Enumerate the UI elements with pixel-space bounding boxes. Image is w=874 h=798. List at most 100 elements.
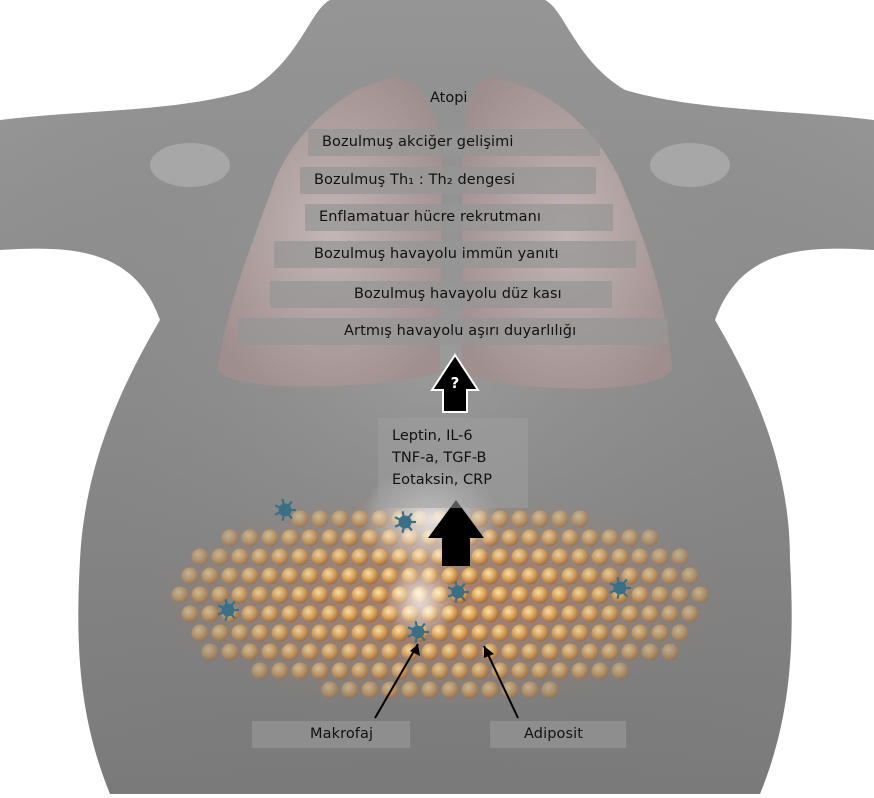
adipocyte-cell (582, 530, 599, 547)
adipocyte-cell (302, 644, 319, 661)
adipocyte-cell (312, 549, 329, 566)
adipocyte-cell (492, 625, 509, 642)
adipocyte-cell (342, 682, 359, 699)
adipocyte-cell (282, 606, 299, 623)
adipocyte-cell (362, 606, 379, 623)
adipocyte-cell (692, 587, 709, 604)
adipocyte-cell (542, 530, 559, 547)
adipocyte-cell (502, 644, 519, 661)
adipocyte-cell (622, 530, 639, 547)
adipocyte-cell (642, 530, 659, 547)
adipocyte-cell (342, 606, 359, 623)
lung-effect-label: Bozulmuş akciğer gelişimi (308, 129, 600, 156)
adipocyte-cell (322, 644, 339, 661)
adipocyte-cell (592, 625, 609, 642)
adipocyte-cell (582, 606, 599, 623)
adipocyte-cell (652, 549, 669, 566)
adipocyte-cell (202, 568, 219, 585)
adipocyte-cell (602, 530, 619, 547)
adipocyte-cell (182, 568, 199, 585)
adipocyte-cell (632, 625, 649, 642)
adipocyte-cell (482, 568, 499, 585)
adipocyte-cell (472, 663, 489, 680)
adipocyte-cell (592, 663, 609, 680)
adipocyte-cell (612, 663, 629, 680)
adipocyte-cell (642, 606, 659, 623)
adipocyte-cell (432, 663, 449, 680)
adipocyte-cell (402, 682, 419, 699)
adipocyte-cell (512, 587, 529, 604)
adipocyte-cell (522, 568, 539, 585)
adipocyte-cell (252, 663, 269, 680)
adipocyte-cell (242, 644, 259, 661)
adipocyte-cell (332, 587, 349, 604)
adipocyte-cell (602, 568, 619, 585)
adipocyte-cell (552, 663, 569, 680)
adipocyte-cell (192, 625, 209, 642)
adipocyte-cell (472, 625, 489, 642)
adipocyte-cell (212, 625, 229, 642)
adipocyte-cell (302, 568, 319, 585)
adipocyte-cell (422, 644, 439, 661)
lung-effect-label: Bozulmuş havayolu immün yanıtı (274, 241, 636, 268)
adipocyte-cell (332, 625, 349, 642)
adipocyte-cell (452, 625, 469, 642)
adipocyte-cell (552, 625, 569, 642)
adipocyte-cell (652, 587, 669, 604)
adipocyte-cell (512, 511, 529, 528)
adipocyte-cell (552, 511, 569, 528)
adipocyte-cell (542, 568, 559, 585)
adipocyte-cell (682, 568, 699, 585)
adipocyte-cell (292, 663, 309, 680)
mediator-item: Leptin, IL-6 (392, 425, 492, 447)
macrophage-label: Makrofaj (252, 721, 410, 748)
adipocyte-cell (472, 587, 489, 604)
adipocyte-cell (452, 663, 469, 680)
adipocyte-cell (352, 663, 369, 680)
adipocyte-cell (492, 549, 509, 566)
adipocyte-cell (262, 644, 279, 661)
adipocyte-cell (362, 682, 379, 699)
adipocyte-cell (642, 568, 659, 585)
adipocyte-cell (462, 644, 479, 661)
adipocyte-cell (512, 663, 529, 680)
adipocyte-cell (252, 625, 269, 642)
adipocyte-cell (292, 587, 309, 604)
adipocyte-cell (572, 625, 589, 642)
adipocyte-cell (262, 530, 279, 547)
adipocyte-cell (562, 644, 579, 661)
adipocyte-cell (192, 549, 209, 566)
adipocyte-cell (322, 568, 339, 585)
adipocyte-cell (352, 625, 369, 642)
adipocyte-cell (522, 682, 539, 699)
adipocyte-cell (662, 568, 679, 585)
adipocyte-cell (372, 663, 389, 680)
adipocyte-cell (372, 625, 389, 642)
adipocyte-cell (492, 587, 509, 604)
adipocyte-cell (322, 530, 339, 547)
adipocyte-cell (522, 530, 539, 547)
adipocyte-cell (292, 625, 309, 642)
adipocyte-cell (562, 568, 579, 585)
adipocyte-cell (572, 549, 589, 566)
adipocyte-cell (302, 606, 319, 623)
adipocyte-cell (312, 511, 329, 528)
adipocyte-cell (682, 606, 699, 623)
adipocyte-cell (582, 568, 599, 585)
adipocyte-cell (642, 644, 659, 661)
adipocyte-label: Adiposit (490, 721, 626, 748)
lung-effect-label: Bozulmuş Th₁ : Th₂ dengesi (300, 167, 596, 194)
adipocyte-cell (412, 663, 429, 680)
adipocyte-cell (502, 530, 519, 547)
adipocyte-cell (542, 644, 559, 661)
adipocyte-cell (592, 587, 609, 604)
adipocyte-cell (282, 644, 299, 661)
question-mark: ? (445, 374, 465, 392)
adipocyte-cell (532, 625, 549, 642)
mediator-item: Eotaksin, CRP (392, 469, 492, 491)
adipocyte-cell (282, 530, 299, 547)
adipocyte-cell (602, 644, 619, 661)
adipocyte-cell (202, 606, 219, 623)
adipocyte-cell (212, 549, 229, 566)
adipocyte-cell (522, 606, 539, 623)
